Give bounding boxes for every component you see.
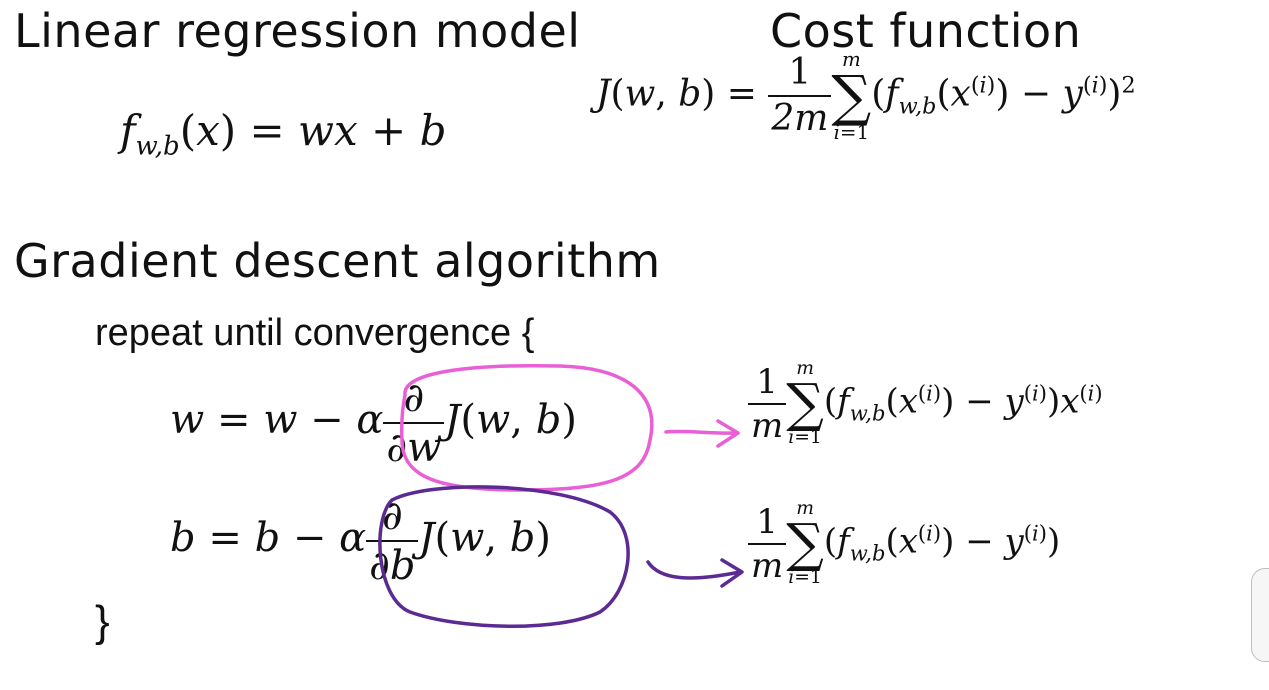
repeat-until-convergence: repeat until convergence { xyxy=(95,312,535,354)
heading-cost-function: Cost function xyxy=(770,4,1082,58)
heading-linear-regression-model: Linear regression model xyxy=(14,4,581,58)
side-panel-handle[interactable] xyxy=(1251,568,1269,662)
model-formula: fw,b(x) = wx + b xyxy=(120,106,447,162)
heading-gradient-descent-algorithm: Gradient descent algorithm xyxy=(14,234,661,288)
purple-arrow-annotation xyxy=(646,558,744,588)
loop-close-brace: } xyxy=(95,597,110,646)
pink-arrow-annotation xyxy=(664,419,740,448)
